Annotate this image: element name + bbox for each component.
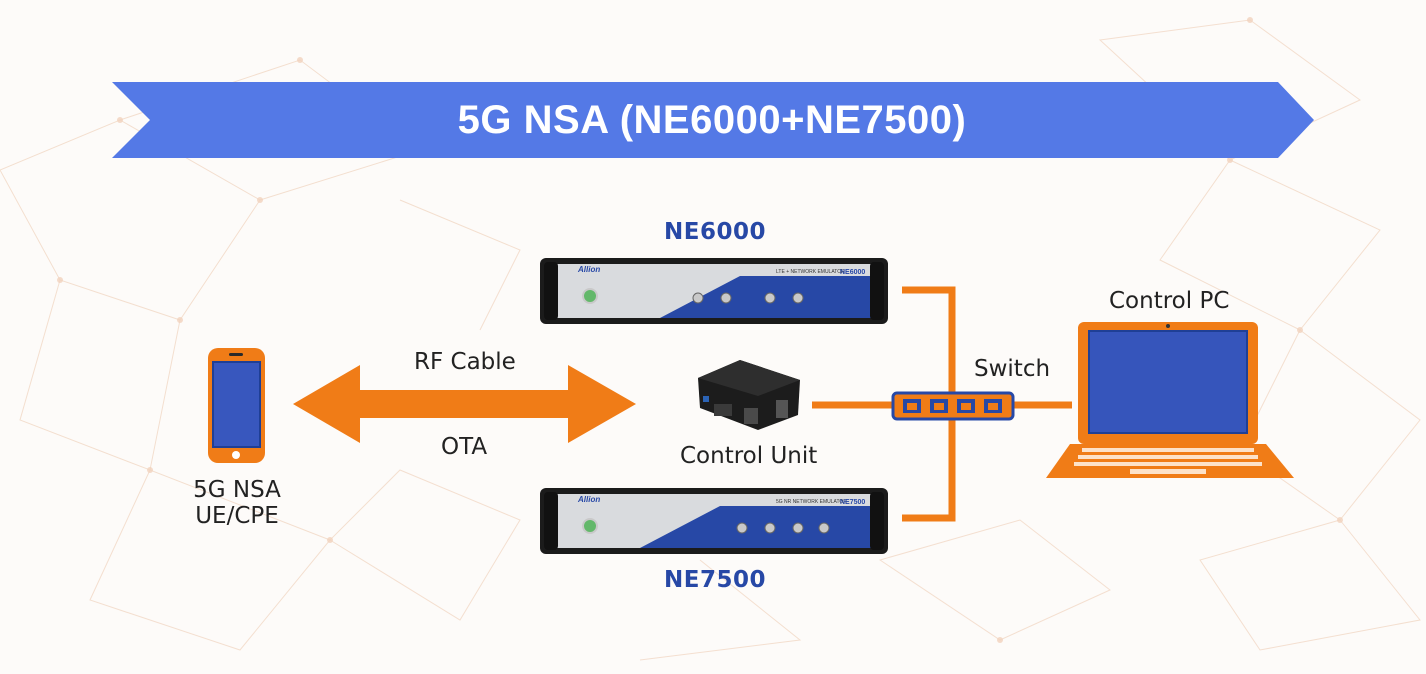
control-unit-label: Control Unit <box>680 443 818 469</box>
phone-icon <box>208 348 265 463</box>
ne6000-rack-device-icon: Allion LTE + NETWORK EMULATOR NE6000 <box>540 258 888 324</box>
switch-label: Switch <box>974 356 1051 382</box>
ne7500-faceplate-text: 5G NR NETWORK EMULATOR <box>776 499 847 505</box>
ne6000-brand: Allion <box>577 265 600 274</box>
phone-label-line1: 5G NSA <box>193 477 281 503</box>
control-unit-icon <box>698 360 800 430</box>
ne7500-label: NE7500 <box>664 567 766 593</box>
ne6000-label: NE6000 <box>664 219 766 245</box>
ne7500-to-switch-line <box>902 420 956 522</box>
ota-label: OTA <box>441 434 488 460</box>
rf-cable-label: RF Cable <box>414 349 516 375</box>
switch-icon <box>891 391 1015 421</box>
ne7500-brand: Allion <box>577 495 600 504</box>
phone-label-line2: UE/CPE <box>195 503 279 529</box>
banner-shape <box>112 82 1314 158</box>
ne6000-model-plate: NE6000 <box>840 269 865 276</box>
phone-label: 5G NSA UE/CPE <box>176 477 298 529</box>
page-title: 5G NSA (NE6000+NE7500) <box>457 97 967 142</box>
ne6000-faceplate-text: LTE + NETWORK EMULATOR <box>776 269 845 275</box>
control-pc-label: Control PC <box>1109 288 1230 314</box>
ne6000-to-switch-line <box>902 286 956 394</box>
ne7500-model-plate: NE7500 <box>840 499 865 506</box>
laptop-icon <box>1046 322 1294 478</box>
ne7500-rack-device-icon: Allion 5G NR NETWORK EMULATOR NE7500 <box>540 488 888 554</box>
double-arrow-icon <box>293 365 636 443</box>
connection-lines <box>812 286 1072 522</box>
